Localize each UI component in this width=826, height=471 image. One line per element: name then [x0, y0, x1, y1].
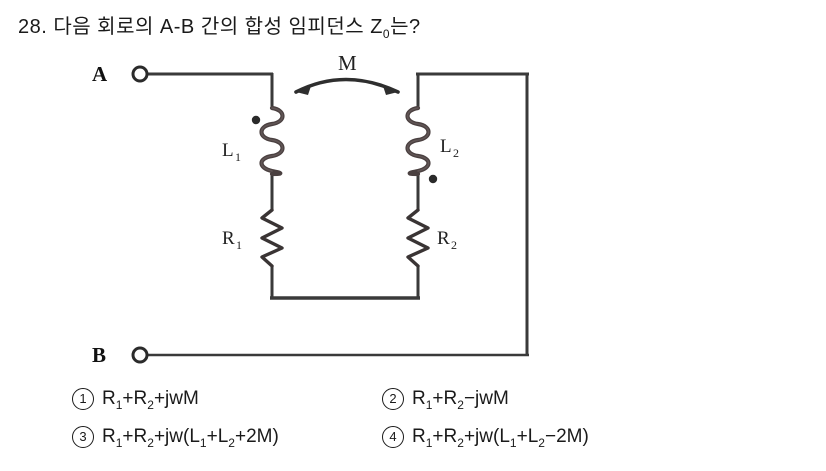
choice-formula-1: R1+R2+jwM	[102, 388, 199, 412]
question-subscript: 0	[382, 27, 391, 41]
choice-formula-2: R1+R2−jwM	[412, 388, 509, 412]
resistor-r1	[260, 208, 284, 268]
inductor-l1	[259, 105, 285, 177]
resistor-r1-label: R	[222, 228, 235, 249]
question-body-before: 다음 회로의 A-B 간의 합성 임피던스 Z	[53, 16, 383, 38]
inductor-l1-subscript: 1	[235, 150, 241, 164]
answer-choices: 1 R1+R2+jwM 2 R1+R2−jwM 3 R1+R2+jw(L1+L2+2M…	[0, 388, 826, 468]
terminal-a-node	[131, 65, 149, 83]
terminal-b-label: B	[92, 343, 106, 367]
choice-number-1: 1	[72, 388, 94, 410]
choice-formula-3: R1+R2+jw(L1+L2+2M)	[102, 426, 279, 450]
polarity-dot-l2	[428, 174, 438, 184]
choice-number-2: 2	[382, 388, 404, 410]
mutual-coupling-arrow	[294, 77, 400, 95]
inductor-l2	[405, 105, 431, 177]
inductor-l2-subscript: 2	[453, 146, 459, 160]
mutual-inductance-label: M	[338, 51, 357, 75]
choice-4[interactable]: 4 R1+R2+jw(L1+L2−2M)	[382, 426, 589, 450]
polarity-dot-l1	[251, 115, 261, 125]
inductor-l1-label: L	[222, 140, 234, 161]
circuit-diagram: A B L 1 L 2	[0, 48, 826, 378]
choice-2[interactable]: 2 R1+R2−jwM	[382, 388, 509, 412]
resistor-r1-subscript: 1	[236, 238, 242, 252]
choice-1[interactable]: 1 R1+R2+jwM	[72, 388, 199, 412]
resistor-r2-subscript: 2	[451, 238, 457, 252]
question-text: 28.다음 회로의 A-B 간의 합성 임피던스 Z0는?	[18, 10, 421, 41]
choice-formula-4: R1+R2+jw(L1+L2−2M)	[412, 426, 589, 450]
resistor-r2-label: R	[437, 228, 450, 249]
choice-number-3: 3	[72, 426, 94, 448]
terminal-a-label: A	[92, 62, 108, 86]
choice-number-4: 4	[382, 426, 404, 448]
terminal-b-node	[131, 346, 149, 364]
choice-3[interactable]: 3 R1+R2+jw(L1+L2+2M)	[72, 426, 279, 450]
inductor-l2-label: L	[440, 136, 452, 157]
question-body-after: 는?	[390, 16, 421, 38]
resistor-r2	[406, 208, 430, 268]
question-number: 28.	[18, 16, 48, 38]
